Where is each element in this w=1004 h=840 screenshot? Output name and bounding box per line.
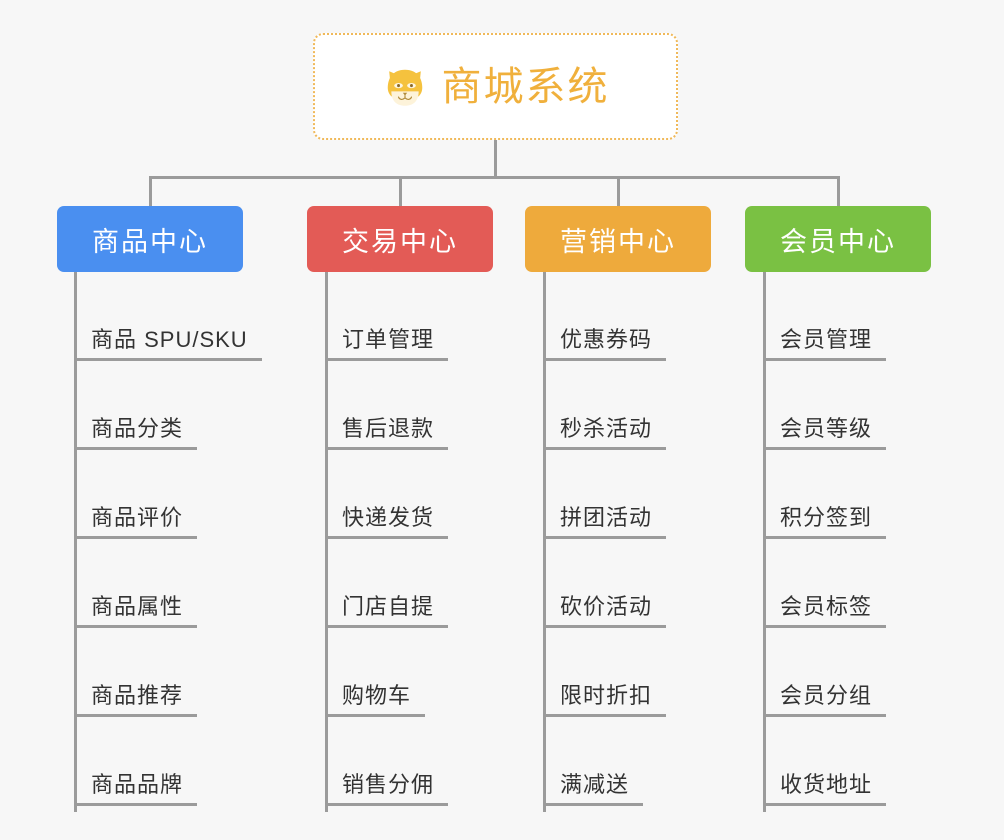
leaf-spine <box>763 272 766 812</box>
category-box-3[interactable]: 营销中心 <box>525 206 711 272</box>
leaf-label: 收货地址 <box>780 771 873 797</box>
leaf-item[interactable]: 满减送 <box>546 717 644 806</box>
leaf-label: 积分签到 <box>780 504 873 530</box>
shiba-dog-face-icon <box>387 69 422 106</box>
leaf-label: 商品属性 <box>91 593 184 619</box>
category-box-2[interactable]: 交易中心 <box>307 206 493 272</box>
leaf-item[interactable]: 会员管理 <box>766 272 887 361</box>
leaf-item[interactable]: 秒杀活动 <box>546 361 667 450</box>
category-label: 交易中心 <box>342 226 458 257</box>
leaf-item[interactable]: 商品属性 <box>77 539 198 628</box>
leaf-label: 商品评价 <box>91 504 184 530</box>
leaf-item[interactable]: 商品评价 <box>77 450 198 539</box>
leaf-label: 优惠券码 <box>560 326 653 352</box>
leaf-label: 售后退款 <box>342 415 435 441</box>
leaf-label: 会员管理 <box>780 326 873 352</box>
leaf-item[interactable]: 砍价活动 <box>546 539 667 628</box>
leaf-label: 购物车 <box>342 682 412 708</box>
leaf-item[interactable]: 售后退款 <box>328 361 449 450</box>
leaf-item[interactable]: 会员等级 <box>766 361 887 450</box>
category-label: 会员中心 <box>780 226 896 257</box>
root-node[interactable]: 商城系统 <box>313 33 678 140</box>
category-label: 营销中心 <box>560 226 676 257</box>
leaf-item[interactable]: 积分签到 <box>766 450 887 539</box>
leaf-label: 会员等级 <box>780 415 873 441</box>
leaf-label: 会员标签 <box>780 593 873 619</box>
leaf-item[interactable]: 商品分类 <box>77 361 198 450</box>
leaf-item[interactable]: 会员标签 <box>766 539 887 628</box>
leaf-item[interactable]: 收货地址 <box>766 717 887 806</box>
leaf-spine <box>325 272 328 812</box>
leaf-label: 订单管理 <box>342 326 435 352</box>
leaf-item[interactable]: 会员分组 <box>766 628 887 717</box>
leaf-label: 会员分组 <box>780 682 873 708</box>
leaf-item[interactable]: 门店自提 <box>328 539 449 628</box>
leaf-label: 秒杀活动 <box>560 415 653 441</box>
leaf-label: 快递发货 <box>342 504 435 530</box>
category-label: 商品中心 <box>92 226 208 257</box>
leaf-item[interactable]: 限时折扣 <box>546 628 667 717</box>
leaf-label: 商品品牌 <box>91 771 184 797</box>
leaf-item[interactable]: 销售分佣 <box>328 717 449 806</box>
leaf-label: 限时折扣 <box>560 682 653 708</box>
leaf-item[interactable]: 商品 SPU/SKU <box>77 272 262 361</box>
leaf-label: 商品 SPU/SKU <box>91 326 248 352</box>
leaf-item[interactable]: 商品推荐 <box>77 628 198 717</box>
leaf-label: 满减送 <box>560 771 630 797</box>
leaf-label: 商品分类 <box>91 415 184 441</box>
leaf-item[interactable]: 商品品牌 <box>77 717 198 806</box>
category-box-1[interactable]: 商品中心 <box>57 206 243 272</box>
leaf-item[interactable]: 订单管理 <box>328 272 449 361</box>
leaf-item[interactable]: 优惠券码 <box>546 272 667 361</box>
leaf-spine <box>74 272 77 812</box>
leaf-item[interactable]: 购物车 <box>328 628 426 717</box>
leaf-label: 商品推荐 <box>91 682 184 708</box>
category-box-4[interactable]: 会员中心 <box>745 206 931 272</box>
leaf-label: 拼团活动 <box>560 504 653 530</box>
leaf-item[interactable]: 拼团活动 <box>546 450 667 539</box>
root-title: 商城系统 <box>441 64 610 109</box>
leaf-label: 砍价活动 <box>560 593 653 619</box>
leaf-label: 销售分佣 <box>342 771 435 797</box>
leaf-label: 门店自提 <box>342 593 435 619</box>
leaf-spine <box>543 272 546 812</box>
leaf-item[interactable]: 快递发货 <box>328 450 449 539</box>
